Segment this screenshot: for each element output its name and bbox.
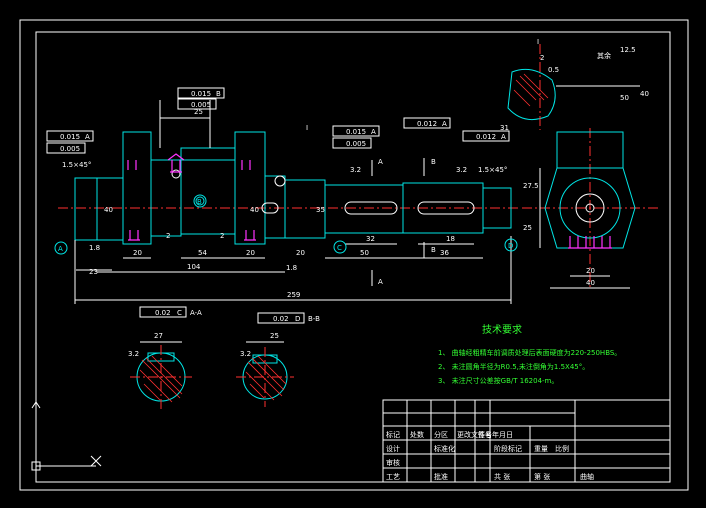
dim-35: 35 bbox=[316, 206, 325, 214]
tol-1-datum: A bbox=[85, 133, 90, 141]
datum-d: D bbox=[508, 242, 513, 250]
tol-1: 0.015 bbox=[60, 133, 80, 141]
dim-20r: 20 bbox=[586, 267, 595, 275]
dim-2a: 2 bbox=[166, 232, 170, 240]
tech-req-2: 2、 未注圆角半径为R0.5,未注倒角为1.5X45°。 bbox=[438, 362, 589, 371]
dim-40-diag: 40 bbox=[640, 90, 649, 98]
rough-3-2d: 3.2 bbox=[240, 350, 251, 358]
tech-req-1: 1、 曲轴经粗精车前调质处理后表面硬度为220-250HBS。 bbox=[438, 348, 621, 357]
ucs-icon bbox=[31, 401, 102, 471]
tol-3-datum: B bbox=[216, 90, 221, 98]
tol-5: 0.015 bbox=[346, 128, 366, 136]
roughness-value: 12.5 bbox=[620, 46, 636, 54]
dim-50r: 50 bbox=[620, 94, 629, 102]
tb-weight: 重量 bbox=[534, 445, 548, 453]
tech-title: 技术要求 bbox=[482, 323, 522, 336]
detail-view bbox=[507, 44, 640, 130]
datum-c: C bbox=[337, 244, 342, 252]
rough-3-2b: 3.2 bbox=[456, 166, 467, 174]
section-label-b-b: B-B bbox=[308, 315, 320, 323]
dim-18: 18 bbox=[446, 235, 455, 243]
tb-count: 处数 bbox=[410, 430, 424, 439]
datum-a: A bbox=[58, 245, 63, 253]
tb-mark: 标记 bbox=[386, 430, 400, 439]
detail-label: I bbox=[306, 124, 308, 132]
tb-review: 审核 bbox=[386, 458, 400, 467]
dim-54: 54 bbox=[198, 249, 207, 257]
dim-104: 104 bbox=[187, 263, 201, 271]
tol-5-datum: A bbox=[371, 128, 376, 136]
tol-2: 0.005 bbox=[60, 145, 80, 153]
section-arrow-a2: A bbox=[378, 278, 383, 286]
dim-20b: 20 bbox=[246, 249, 255, 257]
tb-stage: 阶段标记 bbox=[494, 444, 522, 453]
tol-6: 0.005 bbox=[346, 140, 366, 148]
tb-scale: 比例 bbox=[555, 444, 569, 453]
dim-27: 27 bbox=[154, 332, 163, 340]
section-arrow-a: A bbox=[378, 158, 383, 166]
tol-9-datum: C bbox=[177, 309, 182, 317]
tol-3: 0.015 bbox=[191, 90, 211, 98]
tb-approve: 批准 bbox=[434, 472, 448, 481]
tol-8-datum: A bbox=[501, 133, 506, 141]
tol-8: 0.012 bbox=[476, 133, 496, 141]
tol-10-datum: D bbox=[295, 315, 300, 323]
tol-7-datum: A bbox=[442, 120, 447, 128]
tb-zone: 分区 bbox=[434, 430, 448, 439]
roughness-label: 其余 bbox=[597, 51, 611, 60]
section-a-a bbox=[130, 341, 192, 409]
dim-40r: 40 bbox=[586, 279, 595, 287]
tech-req-3: 3、 未注尺寸公差按GB/T 16204-m。 bbox=[438, 376, 558, 385]
tb-standard: 标准化 bbox=[434, 444, 455, 453]
outer-frame bbox=[19, 19, 689, 491]
main-view bbox=[46, 87, 520, 324]
dim-20c: 20 bbox=[296, 249, 305, 257]
tb-sign: 签名 bbox=[478, 430, 492, 439]
tol-7: 0.012 bbox=[417, 120, 437, 128]
dim-23: 23 bbox=[89, 268, 98, 276]
section-b-b bbox=[236, 341, 294, 407]
dim-50: 50 bbox=[360, 249, 369, 257]
dim-2-top: 2 bbox=[540, 54, 544, 62]
dim-40w: 40 bbox=[250, 206, 259, 214]
dim-2b: 2 bbox=[220, 232, 224, 240]
detail-label-2: I bbox=[537, 38, 539, 46]
tb-process: 工艺 bbox=[386, 473, 400, 481]
tb-total: 共 张 bbox=[494, 472, 510, 481]
dim-25r: 25 bbox=[523, 224, 532, 232]
dim-0-5: 0.5 bbox=[548, 66, 559, 74]
dim-25b: 25 bbox=[270, 332, 279, 340]
tb-change: 更改文件号 bbox=[457, 430, 492, 439]
section-arrow-b: B bbox=[431, 158, 436, 166]
datum-b: B bbox=[197, 198, 202, 206]
tb-design: 设计 bbox=[386, 444, 400, 453]
rough-3-2c: 3.2 bbox=[128, 350, 139, 358]
tb-sheet: 第 张 bbox=[534, 472, 550, 481]
section-label-a-a: A-A bbox=[190, 309, 202, 317]
dim-31: 31 bbox=[500, 124, 509, 132]
inner-frame bbox=[35, 31, 671, 483]
tb-date: 年月日 bbox=[492, 430, 513, 439]
dim-40v: 40 bbox=[104, 206, 113, 214]
dim-27-5: 27.5 bbox=[523, 182, 539, 190]
section-arrow-b2: B bbox=[431, 246, 436, 254]
tol-9: 0.02 bbox=[155, 309, 171, 317]
chamfer-right: 1.5×45° bbox=[478, 166, 507, 174]
dim-259: 259 bbox=[287, 291, 300, 299]
dim-1-8a: 1.8 bbox=[89, 244, 100, 252]
tol-10: 0.02 bbox=[273, 315, 289, 323]
dim-36: 36 bbox=[440, 249, 449, 257]
side-view bbox=[522, 128, 660, 290]
title-block bbox=[382, 399, 671, 483]
dim-20a: 20 bbox=[133, 249, 142, 257]
dim-1-8b: 1.8 bbox=[286, 264, 297, 272]
dim-25: 25 bbox=[194, 108, 203, 116]
dim-32: 32 bbox=[366, 235, 375, 243]
tol-4: 0.005 bbox=[191, 101, 211, 109]
chamfer-left: 1.5×45° bbox=[62, 161, 91, 169]
tb-part-name: 曲轴 bbox=[580, 472, 594, 481]
rough-3-2a: 3.2 bbox=[350, 166, 361, 174]
